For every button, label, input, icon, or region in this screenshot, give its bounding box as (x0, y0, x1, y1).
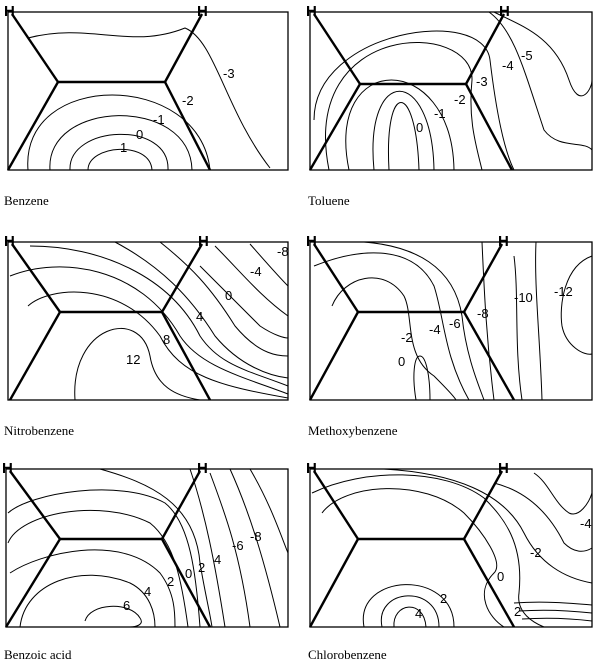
h-label-left: H (306, 233, 317, 250)
contour-label: -4 (502, 58, 514, 73)
contour-panel-benzene: H H 1 0 -1 -2 -3 Benzene (0, 0, 296, 218)
benzene-ring-fragment (308, 13, 514, 171)
contour-label: 0 (136, 127, 143, 142)
contour-panel-chlorobenzene: H H 4 2 0 -2 2 -4 Chlorobenzene (304, 453, 600, 671)
contour-plot: H H 6 4 2 0 2 4 -6 -8 (2, 460, 289, 628)
contour-label: -3 (223, 66, 235, 81)
panel-caption: Benzene (4, 193, 49, 208)
contour-panel-toluene: H H 0 -1 -2 -3 -4 -5 Toluene (304, 0, 600, 218)
contour-label: -6 (232, 538, 244, 553)
contour-label: 4 (415, 606, 422, 621)
contour-lines (313, 11, 593, 171)
contour-label: 1 (120, 140, 127, 155)
h-label-right: H (498, 460, 509, 477)
h-label-left: H (4, 233, 15, 250)
contour-panel-nitrobenzene: H H 12 8 4 0 -4 -8 Nitrobenzene (0, 226, 296, 444)
contour-label: -6 (449, 316, 461, 331)
contour-label: 0 (497, 569, 504, 584)
benzene-ring-fragment (8, 243, 212, 401)
contour-label: -4 (250, 264, 262, 279)
contour-lines (27, 27, 271, 171)
contour-label: 12 (126, 352, 140, 367)
contour-label: -1 (153, 112, 165, 127)
contour-label: -5 (521, 48, 533, 63)
contour-plot: H H 1 0 -1 -2 -3 (4, 3, 289, 171)
contour-label: 4 (196, 309, 203, 324)
benzene-ring-fragment (308, 243, 516, 401)
h-label-right: H (198, 233, 209, 250)
contour-label: 8 (163, 332, 170, 347)
h-label-right: H (197, 460, 208, 477)
plot-frame (7, 241, 289, 401)
contour-label: -8 (277, 244, 289, 259)
h-label-right: H (498, 233, 509, 250)
contour-label: -4 (580, 516, 592, 531)
contour-label: 6 (123, 598, 130, 613)
contour-plot: H H 12 8 4 0 -4 -8 (4, 233, 289, 401)
plot-frame (309, 11, 593, 171)
contour-label: 2 (167, 574, 174, 589)
h-label-left: H (2, 460, 13, 477)
contour-lines (7, 468, 289, 628)
h-label-right: H (499, 3, 510, 20)
contour-label: 4 (144, 584, 151, 599)
benzene-ring-fragment (308, 470, 516, 628)
contour-lines (9, 241, 289, 401)
contour-label: -1 (434, 106, 446, 121)
h-label-left: H (306, 3, 317, 20)
contour-label: -4 (429, 322, 441, 337)
plot-frame (5, 468, 289, 628)
benzene-ring-fragment (6, 13, 212, 171)
panel-caption: Benzoic acid (4, 647, 72, 662)
contour-label: -2 (182, 93, 194, 108)
contour-label: -3 (476, 74, 488, 89)
panel-caption: Toluene (308, 193, 350, 208)
contour-plot: H H 0 -1 -2 -3 -4 -5 (306, 3, 593, 171)
contour-lines (313, 241, 593, 401)
contour-label: 2 (198, 560, 205, 575)
contour-label: -2 (530, 545, 542, 560)
contour-label: -12 (554, 284, 573, 299)
contour-label: -8 (250, 529, 262, 544)
panel-caption: Methoxybenzene (308, 423, 398, 438)
contour-label: 0 (398, 354, 405, 369)
contour-label: -10 (514, 290, 533, 305)
contour-label: 0 (416, 120, 423, 135)
panel-caption: Chlorobenzene (308, 647, 387, 662)
contour-label: 0 (225, 288, 232, 303)
contour-label: -2 (454, 92, 466, 107)
contour-label: -8 (477, 306, 489, 321)
contour-lines (311, 468, 593, 628)
contour-panel-benzoic-acid: H H 6 4 2 0 2 4 -6 -8 Benzoic acid (0, 453, 296, 671)
plot-frame (309, 241, 593, 401)
h-label-left: H (4, 3, 15, 20)
contour-plot: H H 0 -2 -4 -6 -8 -10 -12 (306, 233, 593, 401)
contour-label: -2 (401, 330, 413, 345)
h-label-left: H (306, 460, 317, 477)
panel-caption: Nitrobenzene (4, 423, 75, 438)
benzene-ring-fragment (4, 470, 212, 628)
contour-label: 2 (440, 591, 447, 606)
contour-label: 0 (185, 566, 192, 581)
contour-label: 2 (514, 604, 521, 619)
plot-frame (7, 11, 289, 171)
h-label-right: H (197, 3, 208, 20)
contour-plot: H H 4 2 0 -2 2 -4 (306, 460, 593, 628)
contour-panel-methoxybenzene: H H 0 -2 -4 -6 -8 -10 -12 Methoxybenzene (304, 226, 600, 444)
contour-label: 4 (214, 552, 221, 567)
